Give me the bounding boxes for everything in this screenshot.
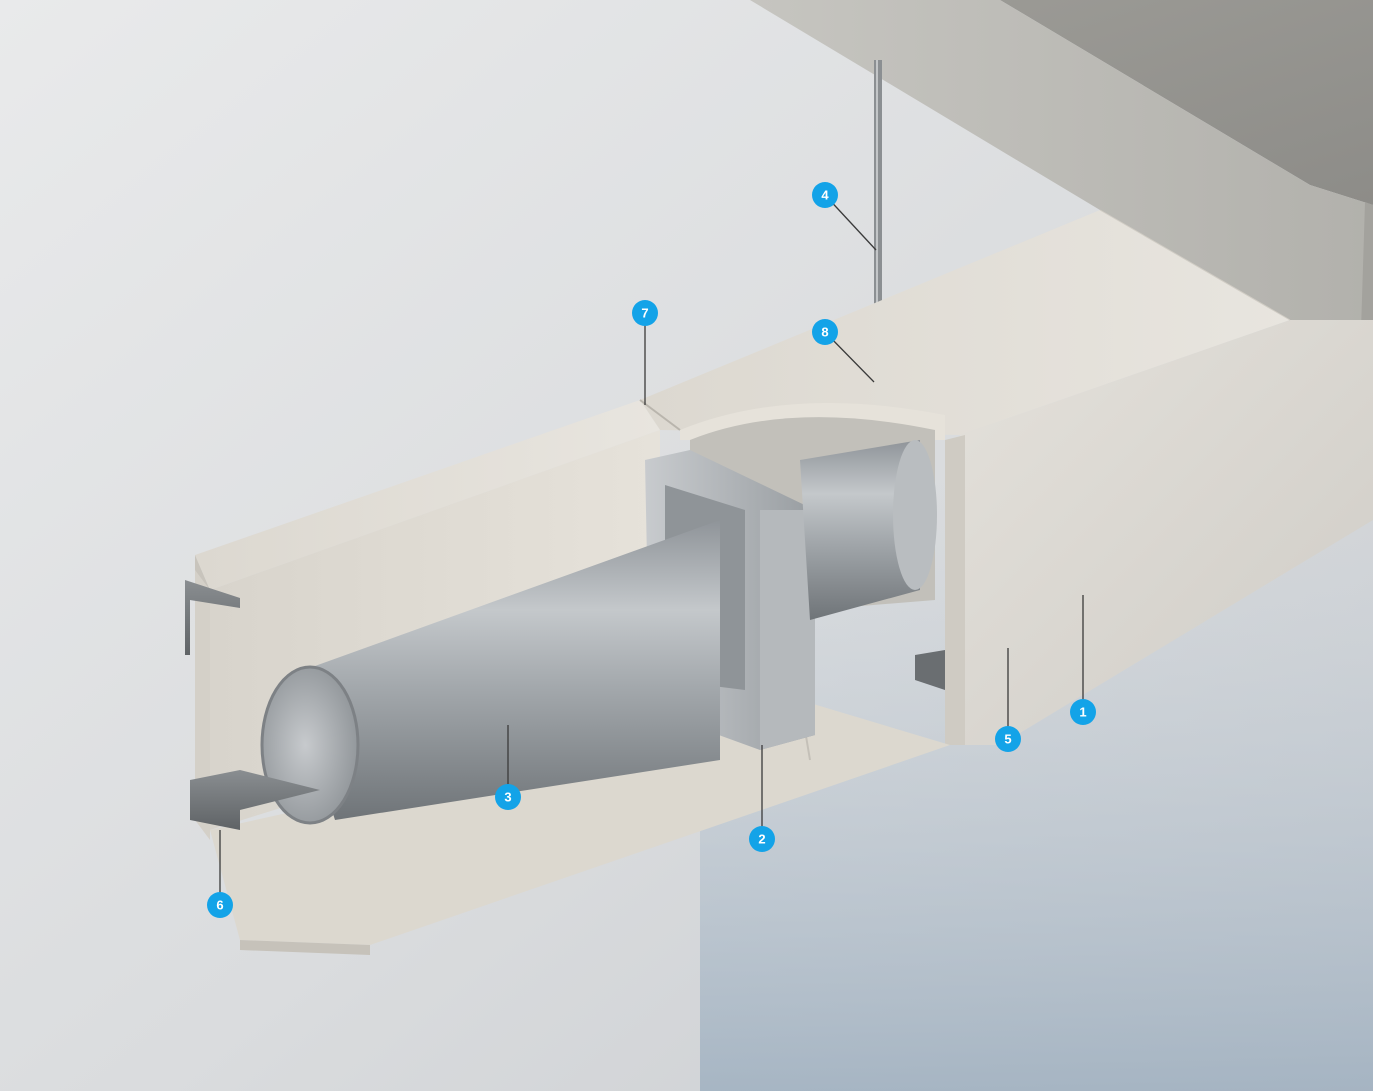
- callout-3: 3: [495, 784, 521, 810]
- callout-5: 5: [995, 726, 1021, 752]
- callout-4: 4: [812, 182, 838, 208]
- marker-circle-5: [995, 726, 1021, 752]
- marker-circle-8: [812, 319, 838, 345]
- steel-angle: [185, 580, 945, 830]
- marker-label-5: 5: [1004, 732, 1011, 747]
- marker-label-6: 6: [216, 898, 223, 913]
- marker-circle-7: [632, 300, 658, 326]
- marker-label-2: 2: [758, 832, 765, 847]
- callout-1: 1: [1070, 699, 1096, 725]
- marker-circle-3: [495, 784, 521, 810]
- marker-circle-1: [1070, 699, 1096, 725]
- threaded-hanger-rod: [874, 60, 882, 385]
- marker-circle-4: [812, 182, 838, 208]
- callout-7: 7: [632, 300, 658, 326]
- marker-label-7: 7: [641, 306, 648, 321]
- marker-circle-2: [749, 826, 775, 852]
- marker-label-1: 1: [1079, 705, 1086, 720]
- callout-8: 8: [812, 319, 838, 345]
- marker-circle-6: [207, 892, 233, 918]
- marker-label-3: 3: [504, 790, 511, 805]
- callout-2: 2: [749, 826, 775, 852]
- marker-label-8: 8: [821, 325, 828, 340]
- callout-6: 6: [207, 892, 233, 918]
- marker-label-4: 4: [821, 188, 829, 203]
